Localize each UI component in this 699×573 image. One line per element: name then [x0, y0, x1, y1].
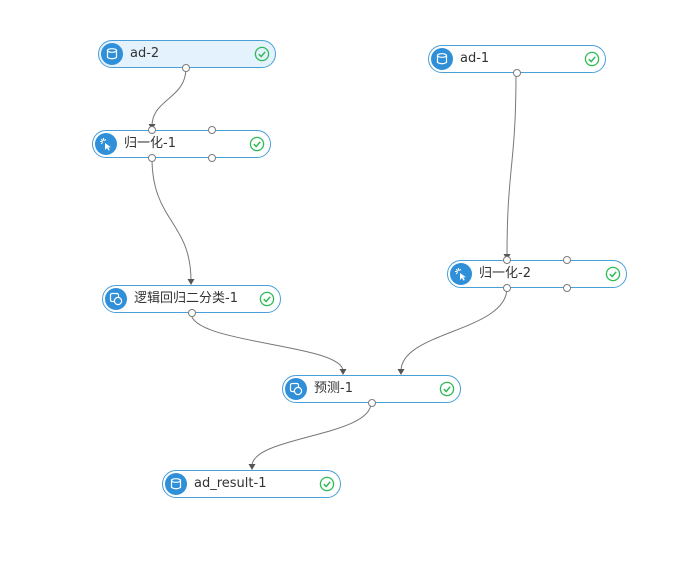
edge-pred1-result1[interactable]	[251, 402, 372, 467]
node-label: 逻辑回归二分类-1	[134, 291, 238, 306]
input-port[interactable]	[563, 256, 571, 264]
edge-norm2-pred1[interactable]	[400, 287, 508, 372]
output-port[interactable]	[503, 284, 511, 292]
edge-arrowhead	[248, 464, 256, 470]
edge-norm1-lr1[interactable]	[151, 157, 192, 282]
node-label: 归一化-2	[479, 266, 531, 281]
node-ad-2[interactable]: ad-2	[98, 40, 276, 72]
cursor-click-icon	[95, 133, 117, 155]
output-port[interactable]	[208, 154, 216, 162]
edge-ad2-norm1[interactable]	[151, 67, 187, 127]
success-check-icon	[259, 291, 275, 307]
edge-lr1-pred1[interactable]	[190, 312, 344, 372]
edge-ad1-norm2[interactable]	[506, 72, 517, 257]
cursor-click-icon	[450, 263, 472, 285]
input-port[interactable]	[148, 126, 156, 134]
node-ad-result-1[interactable]: ad_result-1	[162, 470, 341, 498]
success-check-icon	[319, 476, 335, 492]
output-port[interactable]	[148, 154, 156, 162]
success-check-icon	[249, 136, 265, 152]
node-label: ad-2	[130, 46, 160, 61]
success-check-icon	[254, 46, 270, 62]
node-normalize-1[interactable]: 归一化-1	[92, 126, 271, 162]
output-port[interactable]	[513, 69, 521, 77]
output-port[interactable]	[188, 309, 196, 317]
output-port[interactable]	[563, 284, 571, 292]
database-icon	[165, 473, 187, 495]
node-normalize-2[interactable]: 归一化-2	[447, 256, 627, 292]
node-label: ad-1	[460, 51, 490, 66]
output-port[interactable]	[182, 64, 190, 72]
output-port[interactable]	[368, 399, 376, 407]
database-icon	[101, 43, 123, 65]
node-label: 归一化-1	[124, 136, 176, 151]
input-port[interactable]	[503, 256, 511, 264]
edge-arrowhead	[187, 279, 195, 285]
success-check-icon	[605, 266, 621, 282]
node-label: ad_result-1	[194, 476, 267, 491]
success-check-icon	[439, 381, 455, 397]
edge-arrowhead	[397, 369, 405, 375]
model-icon	[285, 378, 307, 400]
model-icon	[105, 288, 127, 310]
node-predict-1[interactable]: 预测-1	[282, 375, 461, 407]
node-ad-1[interactable]: ad-1	[428, 45, 606, 77]
success-check-icon	[584, 51, 600, 67]
input-port[interactable]	[208, 126, 216, 134]
edge-arrowhead	[339, 369, 347, 375]
node-label: 预测-1	[314, 381, 353, 396]
database-icon	[431, 48, 453, 70]
node-logistic-regression-1[interactable]: 逻辑回归二分类-1	[102, 285, 281, 317]
